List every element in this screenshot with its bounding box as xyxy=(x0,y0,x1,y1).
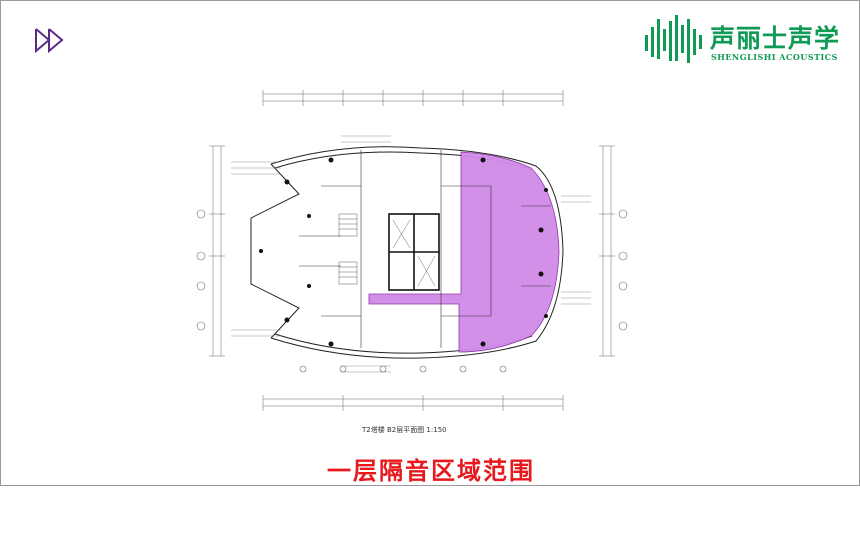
slide-title: 一层隔音区域范围 xyxy=(327,457,535,485)
floor-plan xyxy=(191,86,631,425)
logo-name-en: SHENGLISHI ACOUSTICS xyxy=(711,52,838,62)
sound-wave-icon xyxy=(645,15,702,63)
brand-logo: 声丽士声学 SHENGLISHI ACOUSTICS xyxy=(643,15,843,65)
slide: 声丽士声学 SHENGLISHI ACOUSTICS xyxy=(0,0,860,486)
drawing-caption: T2塔楼 B2层平面图 1:150 xyxy=(362,426,447,434)
logo-name-cn: 声丽士声学 xyxy=(710,24,841,53)
next-slide-icon[interactable] xyxy=(34,27,74,57)
soundproof-zone xyxy=(368,151,560,353)
